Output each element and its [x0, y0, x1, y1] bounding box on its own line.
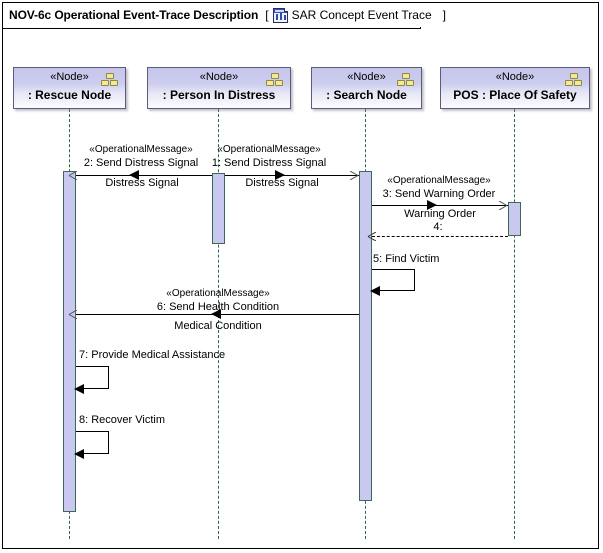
message-3-stereotype: «OperationalMessage» [387, 175, 491, 186]
message-6-arrowhead [211, 309, 221, 319]
lifeline-stereotype: «Node» [199, 71, 239, 83]
message-2-signal: Distress Signal [105, 177, 179, 189]
message-6-label: 6: Send Health Condition [156, 301, 280, 313]
message-8-arrowhead [74, 449, 84, 459]
message-1-label: 1: Send Distress Signal [211, 157, 327, 169]
lifeline-name: : Rescue Node [27, 88, 112, 102]
message-4-line[interactable] [372, 236, 508, 237]
message-3-signal: Warning Order [404, 208, 476, 220]
node-icon [397, 73, 415, 87]
message-2-line[interactable] [76, 175, 212, 176]
message-6-stereotype: «OperationalMessage» [166, 288, 270, 299]
activation-bar-search-node[interactable] [359, 171, 372, 501]
message-6-endpoint-arrow [68, 310, 77, 319]
nov-diagram-icon [272, 7, 288, 23]
message-5-arrowhead [370, 286, 380, 296]
diagram-subtitle: SAR Concept Event Trace [291, 8, 432, 22]
frame-header: NOV-6c Operational Event-Trace Descripti… [3, 3, 472, 27]
message-6-signal: Medical Condition [174, 320, 262, 332]
message-5-self-loop[interactable] [372, 269, 415, 291]
message-7-self-loop[interactable] [76, 366, 109, 389]
node-icon [565, 73, 583, 87]
message-7-label: 7: Provide Medical Assistance [79, 349, 226, 361]
frame-header-tab: NOV-6c Operational Event-Trace Descripti… [3, 3, 472, 29]
message-2-endpoint-arrow [68, 171, 77, 180]
message-1-line[interactable] [225, 175, 359, 176]
bracket-close: ] [442, 8, 446, 22]
bracket-open: [ [265, 8, 269, 22]
message-1-arrowhead [275, 170, 285, 180]
lifeline-name: : Search Node [326, 88, 407, 102]
message-1-stereotype: «OperationalMessage» [217, 144, 321, 155]
message-1-signal: Distress Signal [245, 177, 319, 189]
diagram-title: NOV-6c Operational Event-Trace Descripti… [9, 8, 259, 22]
lifeline-stereotype: «Node» [347, 71, 386, 83]
lifeline-name: : Person In Distress [162, 88, 276, 102]
message-1-endpoint-arrow [350, 171, 359, 180]
message-3-line[interactable] [372, 205, 508, 206]
message-8-label: 8: Recover Victim [79, 414, 165, 426]
message-3-endpoint-arrow [499, 201, 508, 210]
lifeline-stereotype: «Node» [50, 71, 89, 83]
node-icon [101, 73, 119, 87]
node-icon [266, 73, 284, 87]
lifeline-stereotype: «Node» [495, 71, 535, 83]
activation-bar-rescue-node[interactable] [63, 171, 76, 512]
activation-bar-place-of-safety[interactable] [508, 202, 521, 236]
message-5-label: 5: Find Victim [373, 253, 440, 265]
lifeline-person-in-distress [218, 109, 219, 539]
message-2-stereotype: «OperationalMessage» [89, 144, 193, 155]
lifeline-head-search-node[interactable]: «Node» : Search Node [311, 67, 422, 109]
lifeline-place-of-safety [514, 109, 515, 539]
activation-bar-person-in-distress[interactable] [212, 173, 225, 244]
message-7-arrowhead [74, 384, 84, 394]
message-8-self-loop[interactable] [76, 431, 109, 454]
sequence-diagram-frame: NOV-6c Operational Event-Trace Descripti… [2, 2, 599, 549]
message-3-arrowhead [427, 200, 437, 210]
lifeline-head-rescue-node[interactable]: «Node» : Rescue Node [13, 67, 126, 109]
lifeline-head-person-in-distress[interactable]: «Node» : Person In Distress [147, 67, 291, 109]
message-4-arrowhead [367, 232, 376, 241]
lifeline-name: POS : Place Of Safety [453, 88, 577, 102]
message-2-arrowhead [129, 170, 139, 180]
message-2-label: 2: Send Distress Signal [83, 157, 199, 169]
message-3-label: 3: Send Warning Order [382, 188, 496, 200]
lifeline-head-place-of-safety[interactable]: «Node» POS : Place Of Safety [440, 67, 590, 109]
message-4-label: 4: [433, 221, 443, 233]
